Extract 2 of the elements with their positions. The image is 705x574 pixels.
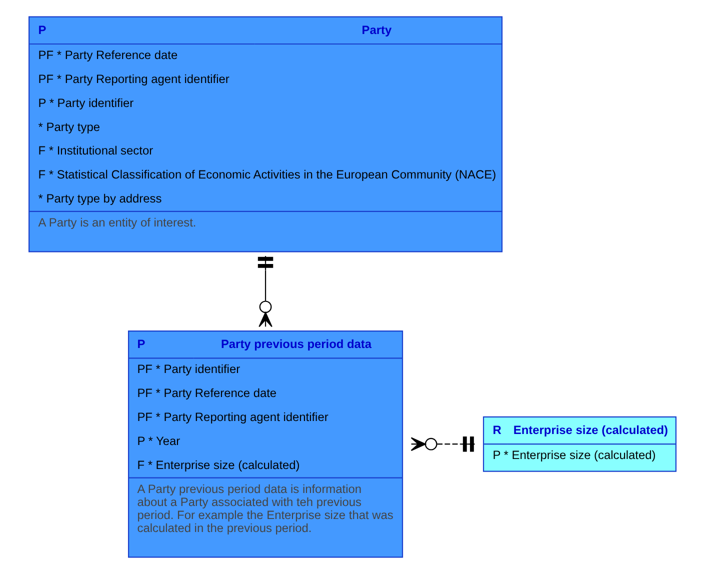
connector <box>258 256 274 328</box>
connector <box>410 436 475 452</box>
